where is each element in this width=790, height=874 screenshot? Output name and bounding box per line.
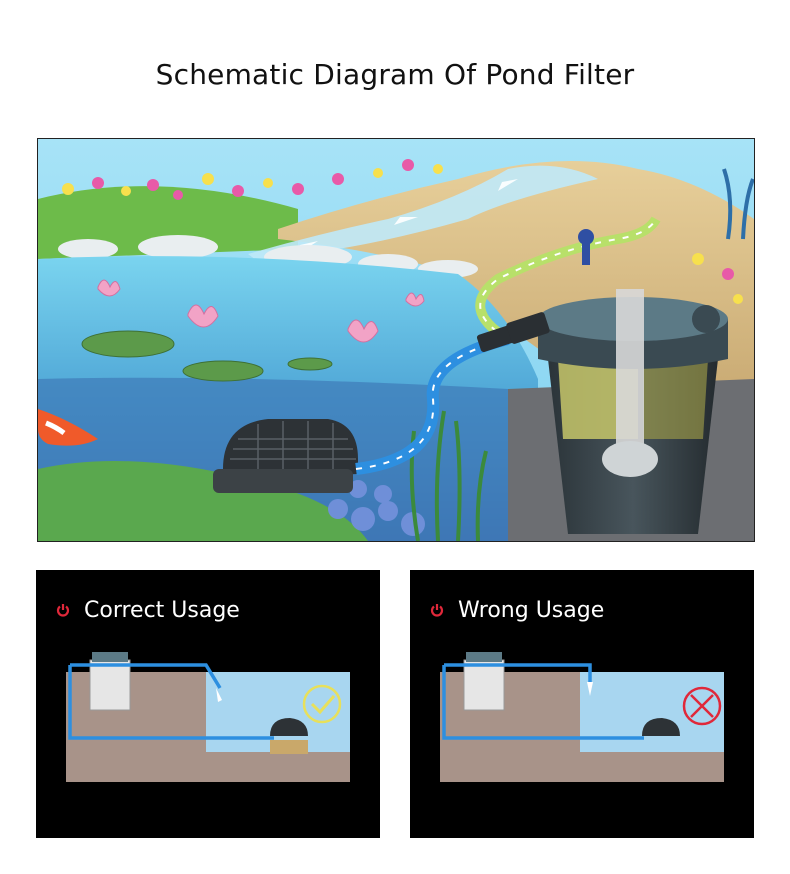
submersible-pump [213,419,358,493]
correct-usage-diagram [66,652,350,782]
cross-mark-icon [682,686,722,726]
wrong-usage-panel: Wrong Usage [410,570,754,838]
pond-scene-illustration [37,138,755,542]
garden-flowers [62,159,743,304]
wrong-usage-diagram [440,652,724,782]
pressure-filter [476,229,728,534]
pebbles [328,480,425,536]
page-title: Schematic Diagram Of Pond Filter [155,58,635,91]
water-outflow [587,682,593,696]
stream [248,165,598,269]
koi-fish [38,409,98,446]
grass-mound [38,461,368,541]
panel-label: Correct Usage [84,597,240,623]
check-mark-icon [302,684,342,724]
lily-pads [81,330,333,382]
power-icon [56,604,70,617]
panel-label: Wrong Usage [458,597,605,623]
lotus-flowers [97,279,425,343]
water-outflow [216,688,222,702]
power-icon [430,604,444,617]
correct-usage-panel: Correct Usage [36,570,380,838]
